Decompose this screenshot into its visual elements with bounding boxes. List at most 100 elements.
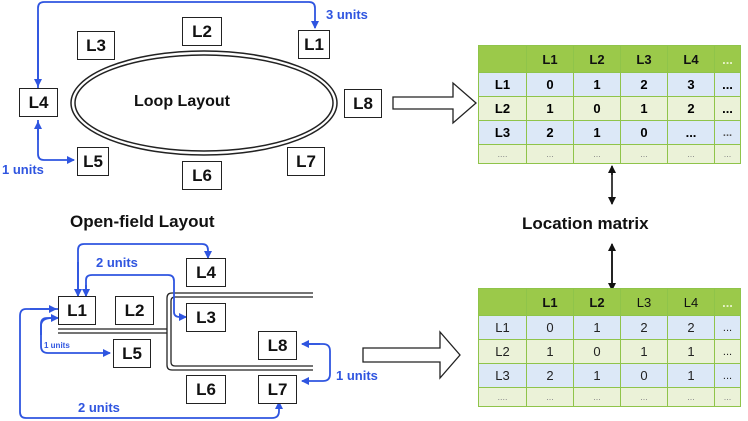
matrix-cell: ... (714, 339, 741, 364)
matrix-cell: ... (620, 387, 668, 407)
connector-of-l1-l7 (19, 308, 283, 419)
loop-layout-title: Loop Layout (134, 93, 230, 110)
matrix-cell: 2 (667, 96, 715, 121)
open-field-layout-title: Open-field Layout (70, 212, 215, 231)
header-cell (478, 288, 527, 316)
matrix-cell: 1 (667, 339, 715, 364)
matrix-row: L2 1 0 1 1 ... (478, 339, 741, 364)
location-matrix-label: Location matrix (522, 214, 649, 233)
matrix-cell: L3 (478, 363, 527, 388)
matrix-row: L3 2 1 0 1 ... (478, 363, 741, 388)
loop-location-l8: L8 (344, 89, 382, 118)
header-cell: L3 (620, 45, 668, 73)
header-cell: L1 (526, 45, 574, 73)
loop-location-l6: L6 (182, 161, 222, 190)
matrix-cell: 0 (526, 315, 574, 340)
header-cell: L2 (573, 45, 621, 73)
header-cell: L4 (667, 45, 715, 73)
matrix-header-row: L1 L2 L3 L4 ... (478, 288, 741, 316)
connector-of-l1-l4 (77, 243, 212, 297)
matrix-cell: 3 (667, 72, 715, 97)
header-cell: ... (714, 45, 741, 73)
header-cell: ... (714, 288, 741, 316)
open-field-location-l4: L4 (186, 258, 226, 287)
header-cell (478, 45, 527, 73)
matrix-cell: 0 (620, 120, 668, 145)
loop-location-l3: L3 (77, 31, 115, 60)
matrix-cell: ... (667, 144, 715, 164)
matrix-cell: L1 (478, 72, 527, 97)
matrix-cell: ... (526, 387, 574, 407)
open-field-annotation-1-units-right: 1 units (336, 368, 378, 383)
open-field-annotation-1-units-left: 1 units (44, 341, 70, 350)
matrix-cell: 0 (526, 72, 574, 97)
matrix-cell: 2 (620, 315, 668, 340)
matrix-cell: ... (714, 363, 741, 388)
matrix-row: L1 0 1 2 2 ... (478, 315, 741, 340)
loop-annotation-3-units: 3 units (326, 7, 368, 22)
matrix-cell: 1 (620, 96, 668, 121)
matrix-header-row: L1 L2 L3 L4 ... (478, 45, 741, 73)
matrix-cell: ... (667, 120, 715, 145)
arrow-openfield-to-matrix (362, 330, 461, 380)
matrix-cell: L3 (478, 120, 527, 145)
matrix-cell: ... (714, 120, 741, 145)
matrix-cell: ... (526, 144, 574, 164)
open-field-annotation-2-units-bottom: 2 units (78, 400, 120, 415)
loop-track-inner (74, 54, 334, 152)
matrix-cell: 1 (620, 339, 668, 364)
matrix-cell: ... (714, 387, 741, 407)
connector-of-l5-l1 (40, 314, 59, 335)
matrix-row: L3 2 1 0 ... ... (478, 120, 741, 145)
open-field-location-l2: L2 (115, 296, 154, 325)
matrix-cell: 1 (573, 363, 621, 388)
top-location-matrix: L1 L2 L3 L4 ... L1 0 1 2 3 ... L2 1 0 1 … (478, 45, 741, 164)
loop-location-l4: L4 (19, 88, 58, 117)
matrix-row: .... ... ... ... ... ... (478, 144, 741, 164)
open-field-location-l8: L8 (258, 331, 297, 360)
loop-track-outer (70, 50, 338, 156)
loop-location-l5: L5 (77, 147, 109, 176)
matrix-cell: ... (714, 96, 741, 121)
matrix-cell: L1 (478, 315, 527, 340)
open-field-location-l6: L6 (186, 375, 226, 404)
matrix-cell: 0 (620, 363, 668, 388)
matrix-cell: 1 (526, 339, 574, 364)
connector-l4-l1 (37, 1, 319, 88)
matrix-cell: 1 (667, 363, 715, 388)
matrix-cell: 2 (526, 363, 574, 388)
loop-location-l7: L7 (287, 147, 325, 176)
header-cell: L4 (667, 288, 715, 316)
connector-of-l1-l3 (85, 274, 187, 321)
matrix-cell: 1 (573, 72, 621, 97)
open-field-location-l5: L5 (113, 339, 151, 368)
loop-location-l1: L1 (298, 30, 330, 59)
matrix-cell: L2 (478, 339, 527, 364)
matrix-row: L2 1 0 1 2 ... (478, 96, 741, 121)
matrix-cell: ... (573, 144, 621, 164)
connector-of-l8-l7 (301, 343, 331, 385)
matrix-cell: L2 (478, 96, 527, 121)
matrix-cell: .... (478, 144, 527, 164)
matrix-cell: 2 (526, 120, 574, 145)
matrix-cell: ... (714, 144, 741, 164)
matrix-cell: 1 (526, 96, 574, 121)
matrix-cell: 2 (620, 72, 668, 97)
open-field-location-l1: L1 (58, 296, 96, 325)
loop-annotation-1-units: 1 units (2, 162, 44, 177)
matrix-cell: ... (573, 387, 621, 407)
header-cell: L3 (620, 288, 668, 316)
open-field-location-l7: L7 (258, 375, 297, 404)
matrix-cell: 1 (573, 120, 621, 145)
matrix-cell: 2 (667, 315, 715, 340)
connector-l4-l5 (37, 120, 75, 164)
header-cell: L2 (573, 288, 621, 316)
open-field-location-l3: L3 (186, 303, 226, 332)
matrix-cell: ... (620, 144, 668, 164)
matrix-cell: ... (714, 72, 741, 97)
matrix-cell: ... (714, 315, 741, 340)
loop-location-l2: L2 (182, 17, 222, 46)
matrix-cell: 0 (573, 339, 621, 364)
matrix-cell: ... (667, 387, 715, 407)
